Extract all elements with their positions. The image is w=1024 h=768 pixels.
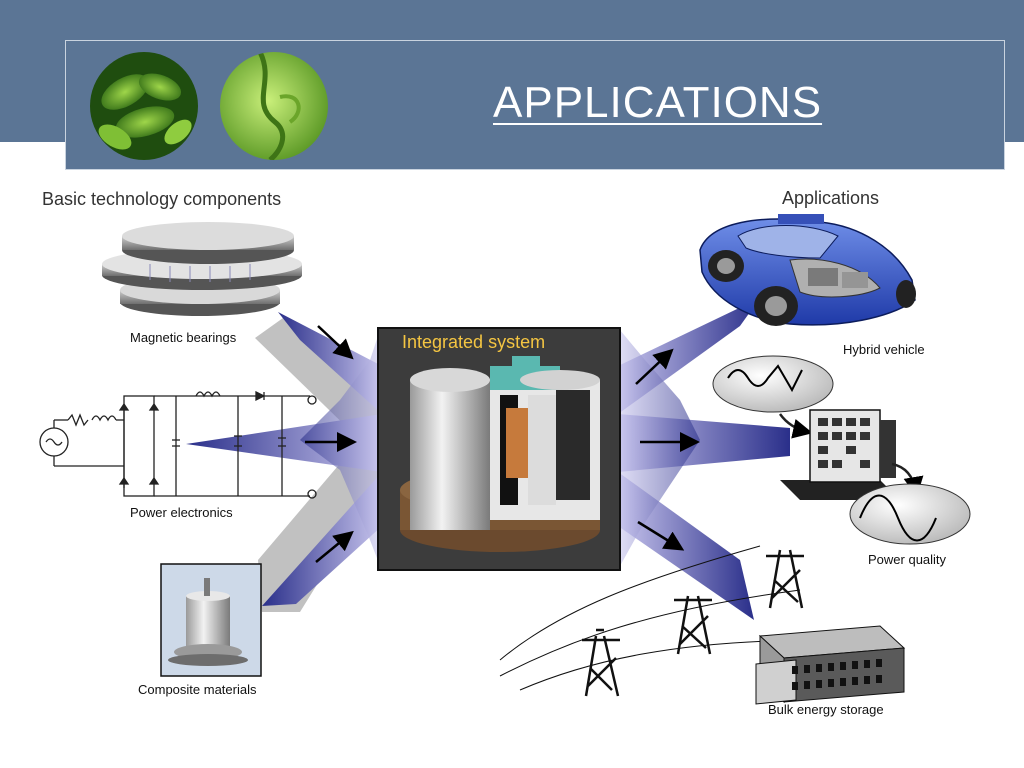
slide-title: APPLICATIONS bbox=[493, 78, 823, 127]
car-icon bbox=[699, 214, 916, 326]
leaf-image-right bbox=[220, 52, 328, 160]
power-quality-caption: Power quality bbox=[868, 552, 947, 567]
flywheel-rotor-photo bbox=[160, 563, 262, 677]
leaf-image-left bbox=[90, 52, 198, 160]
magnetic-bearings-icon bbox=[102, 222, 302, 316]
magnetic-bearings-caption: Magnetic bearings bbox=[130, 330, 237, 345]
integrated-system-box bbox=[377, 327, 621, 571]
power-tower-building-icon bbox=[499, 545, 906, 705]
waveform-computer-icon bbox=[712, 355, 971, 545]
bulk-energy-storage-caption: Bulk energy storage bbox=[768, 702, 884, 717]
hybrid-vehicle-caption: Hybrid vehicle bbox=[843, 342, 925, 357]
power-electronics-caption: Power electronics bbox=[130, 505, 233, 520]
applications-heading: Applications bbox=[782, 188, 880, 208]
basic-components-heading: Basic technology components bbox=[42, 189, 282, 209]
circuit-schematic-icon bbox=[39, 390, 317, 499]
burst-composite bbox=[262, 472, 382, 606]
composite-materials-caption: Composite materials bbox=[138, 682, 257, 697]
integrated-system-label: Integrated system bbox=[402, 332, 546, 352]
